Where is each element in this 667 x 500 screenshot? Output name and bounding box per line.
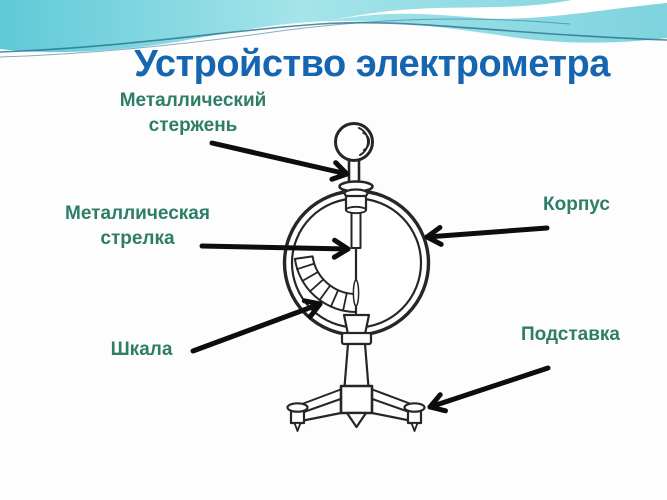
arrow-to-scale-shaft xyxy=(190,301,323,354)
arrow-to-rod xyxy=(209,140,350,182)
page-title: Устройство электрометра xyxy=(134,43,610,85)
ball-terminal xyxy=(334,122,374,162)
arrow-to-stand-head xyxy=(427,392,448,414)
arrow-to-needle-head xyxy=(331,237,351,260)
electrometer-drawing xyxy=(282,122,431,432)
foot-right-cap xyxy=(403,402,426,413)
arrow-to-stand xyxy=(427,365,551,414)
stand-brace-right xyxy=(365,410,414,423)
needle-clamp xyxy=(342,313,371,336)
arrow-to-case xyxy=(424,225,550,247)
arrow-to-scale xyxy=(190,298,323,354)
label-metal-needle-line1: Металлическая xyxy=(65,203,210,224)
foot-left-cap xyxy=(286,402,309,413)
header-wave-decoration xyxy=(0,0,667,58)
arrow-to-rod-head xyxy=(329,160,350,182)
stand-base-block xyxy=(339,384,374,415)
arrow-to-stand-shaft xyxy=(427,365,551,410)
arrow-to-needle xyxy=(199,237,351,260)
foot-left-tip xyxy=(293,422,302,432)
stand-foot-right xyxy=(403,402,426,432)
foot-right-tip xyxy=(410,422,419,432)
neck-collar xyxy=(340,331,373,346)
arrow-to-rod-shaft xyxy=(209,140,350,177)
stand-column xyxy=(343,342,370,389)
arrow-to-case-head xyxy=(424,225,444,247)
rod-inner xyxy=(350,209,362,249)
callout-arrows xyxy=(190,140,551,414)
stand-brace-left xyxy=(299,410,348,423)
ball-highlight xyxy=(358,127,369,156)
label-metal-rod-line1: Металлический xyxy=(119,90,267,111)
ball-highlight-2 xyxy=(362,132,371,151)
label-metal-rod-line2: стержень xyxy=(148,115,238,136)
wave-white-stripe xyxy=(320,0,667,23)
wave-line-1 xyxy=(0,21,667,53)
arrow-to-needle-shaft xyxy=(199,243,351,252)
arrow-to-case-shaft xyxy=(424,225,550,240)
label-stand: Подставка xyxy=(520,324,621,345)
scale-ticks xyxy=(296,262,348,312)
arrow-to-scale-head xyxy=(301,298,323,320)
label-metal-needle: Металлическая стрелка xyxy=(30,201,245,251)
label-scale: Шкала xyxy=(110,339,173,360)
stand-foot-left xyxy=(286,402,309,432)
label-case: Корпус xyxy=(543,194,610,215)
label-metal-needle-line2: стрелка xyxy=(100,228,175,249)
needle-vane xyxy=(352,279,360,307)
bushing-bottom xyxy=(345,205,367,215)
stand-base-point xyxy=(345,411,368,429)
wave-line-2 xyxy=(0,18,571,58)
label-metal-rod: Металлический стержень xyxy=(87,88,299,138)
